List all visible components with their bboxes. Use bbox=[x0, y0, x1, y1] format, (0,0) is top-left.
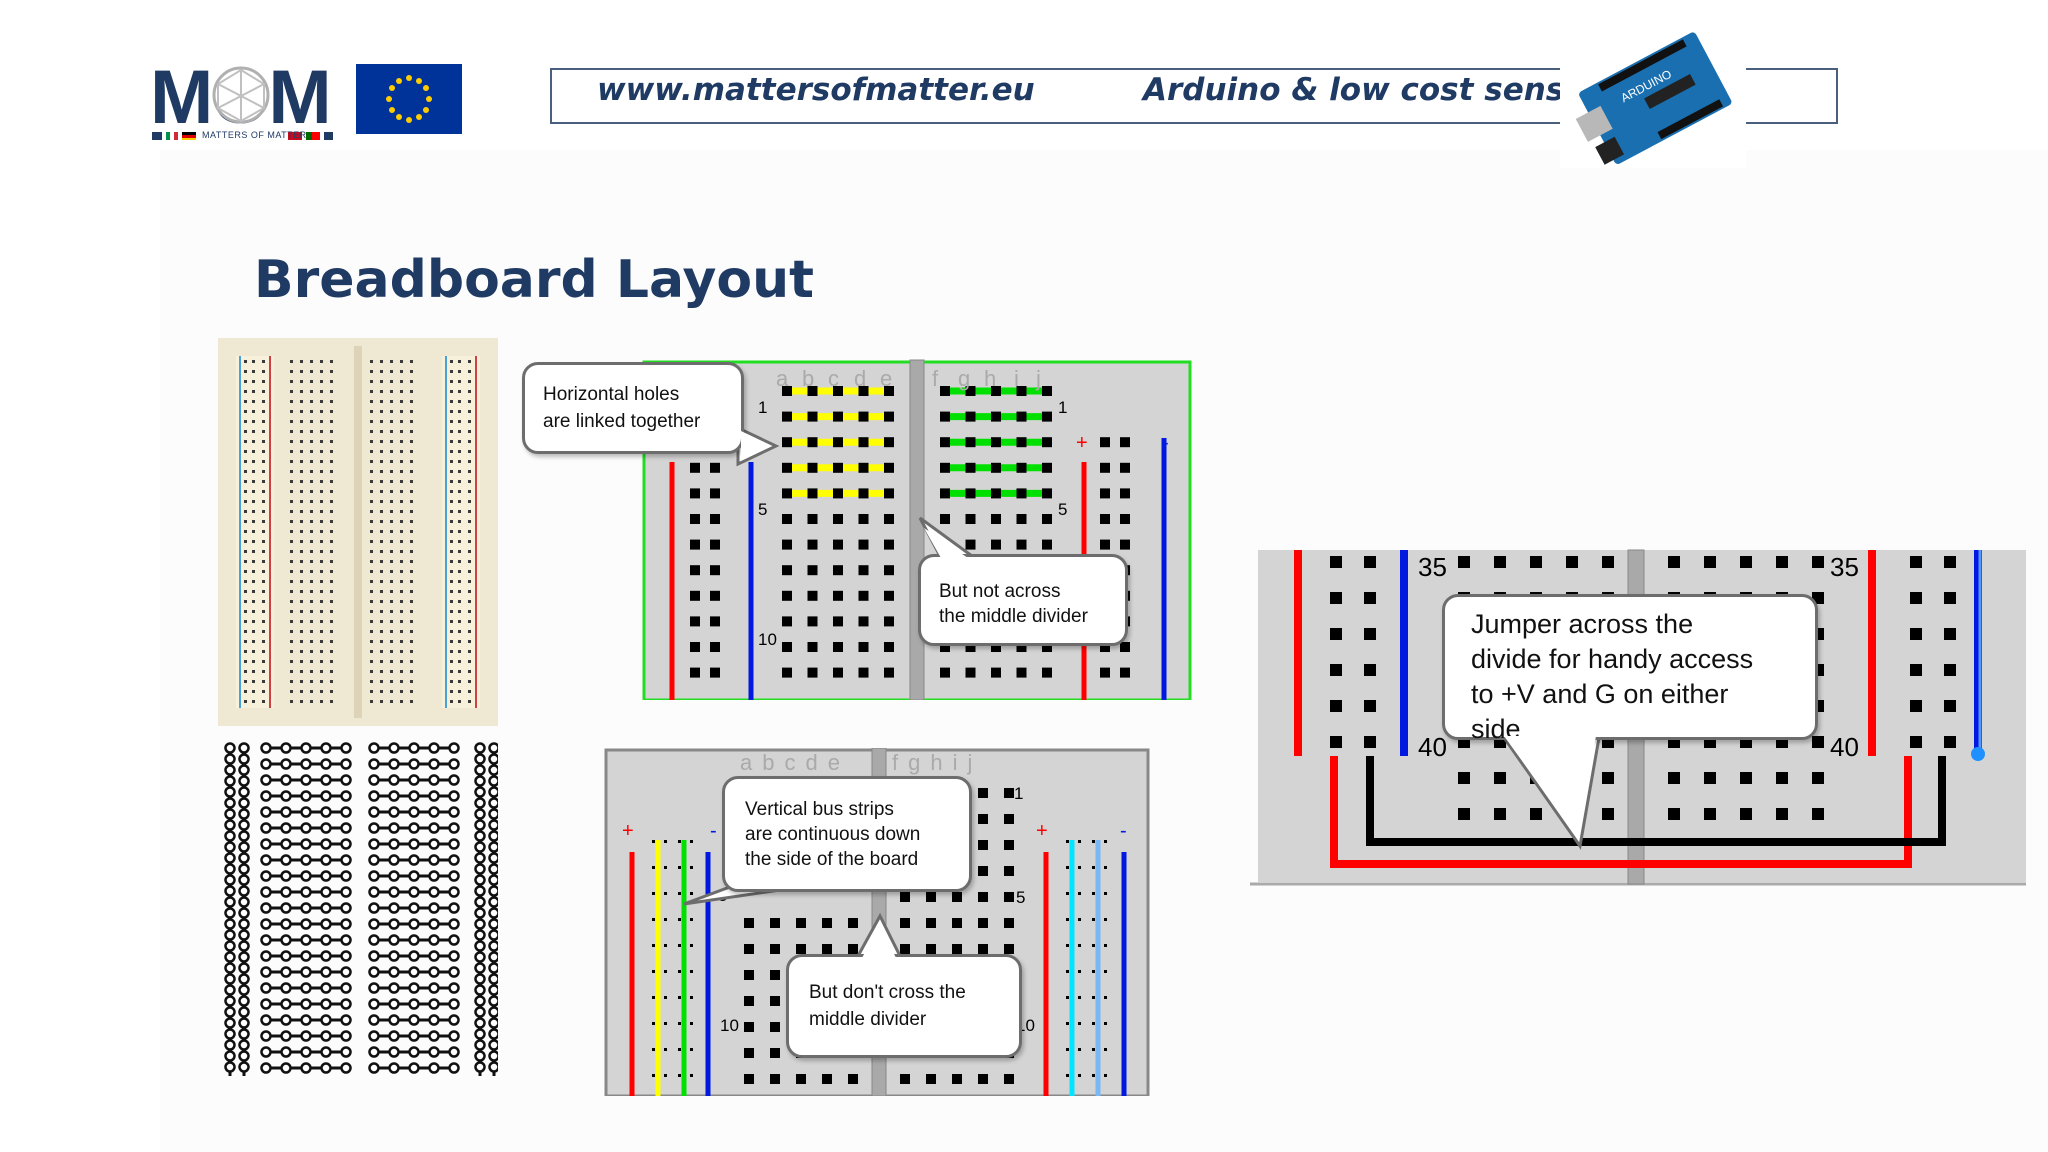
callout-horizontal-holes: Horizontal holes are linked together bbox=[522, 362, 744, 454]
breadboard-diagram-bottom: abcde fghij + - + - 1 5 5 10 10 Vertical… bbox=[604, 748, 1150, 1096]
breadboard-diagram-jumper: 35 35 40 40 Jumper across the divide for… bbox=[1250, 546, 2026, 888]
row-label-5-left: 5 bbox=[758, 500, 768, 519]
col-label-i: i bbox=[1014, 366, 1019, 391]
row-label-1-right: 1 bbox=[1058, 398, 1068, 417]
breadboard-photo bbox=[218, 338, 498, 726]
col-label-a: a bbox=[776, 366, 789, 391]
col-labels: abcde bbox=[740, 750, 850, 775]
row-label-5-right: 5 bbox=[1058, 500, 1068, 519]
minus-label-right: - bbox=[1162, 432, 1169, 454]
row-label-1: 1 bbox=[1014, 784, 1024, 803]
callout-not-across-divider: But not across the middle divider bbox=[918, 554, 1128, 646]
callout-tail-cover bbox=[741, 431, 968, 558]
callout-tail-cover bbox=[746, 884, 896, 958]
page-title: Breadboard Layout bbox=[254, 250, 814, 310]
col-labels-right: fghij bbox=[892, 750, 983, 775]
col-label-j: j bbox=[1036, 366, 1041, 391]
col-label-e: e bbox=[880, 366, 893, 391]
col-label-b: b bbox=[802, 366, 815, 391]
col-label-h: h bbox=[984, 366, 997, 391]
minus-label-left: - bbox=[710, 820, 717, 842]
header-topic: Arduino & low cost sensors bbox=[1143, 72, 1620, 108]
row-label-10-left: 10 bbox=[720, 1016, 739, 1035]
eu-flag-icon bbox=[356, 64, 462, 134]
globe-icon bbox=[212, 66, 270, 124]
arduino-board-photo: ARDUINO bbox=[1560, 18, 1746, 168]
callout-vertical-bus-strips: Vertical bus strips are continuous down … bbox=[722, 776, 972, 892]
callout-tail-cover bbox=[1504, 736, 1596, 838]
row-label-35-right: 35 bbox=[1830, 552, 1859, 582]
row-label-5-right: 5 bbox=[1016, 888, 1026, 907]
row-label-10-left: 10 bbox=[758, 630, 777, 649]
col-label-d: d bbox=[854, 366, 867, 391]
minus-label-right: - bbox=[1120, 820, 1127, 842]
mom-logo-subtext: MATTERS OF MATTER bbox=[150, 130, 335, 142]
callout-dont-cross-divider: But don't cross the middle divider bbox=[786, 954, 1022, 1058]
header-url-link[interactable]: www.mattersofmatter.eu bbox=[597, 72, 1035, 108]
mom-logo: MOM MATTERS OF MATTER bbox=[150, 58, 335, 144]
callout-jumper-across-divide: Jumper across the divide for handy acces… bbox=[1442, 594, 1818, 744]
row-label-1-left: 1 bbox=[758, 398, 768, 417]
header-banner bbox=[550, 68, 1838, 124]
row-label-40-right: 40 bbox=[1830, 732, 1859, 762]
plus-label-left: + bbox=[622, 820, 634, 842]
plus-label-right: + bbox=[1036, 820, 1048, 842]
row-label-35-left: 35 bbox=[1418, 552, 1447, 582]
plus-label-right: + bbox=[1076, 432, 1088, 454]
row-label-40-left: 40 bbox=[1418, 732, 1447, 762]
col-label-g: g bbox=[958, 366, 971, 391]
col-label-c: c bbox=[828, 366, 839, 391]
col-label-f: f bbox=[932, 366, 939, 391]
breadboard-connection-schematic bbox=[218, 738, 500, 1084]
breadboard-diagram-top: a b c d e f g h i j 1 1 5 5 10 - + - Hor… bbox=[520, 356, 1192, 700]
